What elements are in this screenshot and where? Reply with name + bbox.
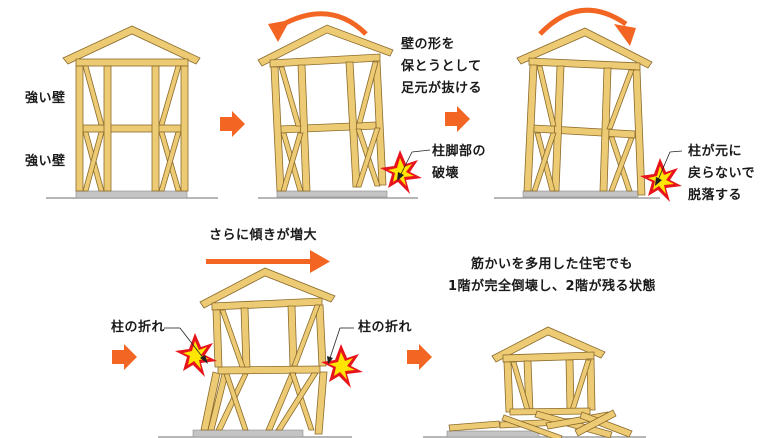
stage2-damage-label: 柱脚部の 破壊 xyxy=(432,144,487,181)
stage4-right-break-label: 柱の折れ xyxy=(358,320,413,335)
next-arrow-icon xyxy=(445,106,470,132)
stage2-note: 壁の形を 保とうとして 足元が抜ける xyxy=(401,37,483,96)
stage2-house xyxy=(257,11,431,199)
stage5-title: 筋かいを多用した住宅でも 1階が完全倒壊し、2階が残る状態 xyxy=(447,257,657,294)
stage1-upper-wall-label: 強い壁 xyxy=(25,91,66,106)
stage1-house xyxy=(46,25,218,199)
next-arrow-icon xyxy=(112,344,137,370)
stage3-house xyxy=(494,7,683,202)
stage5-house xyxy=(423,326,646,438)
stage1-lower-wall-label: 強い壁 xyxy=(25,154,66,169)
next-arrow-icon xyxy=(407,344,432,370)
next-arrow-icon xyxy=(220,111,245,137)
stage3-damage-label: 柱が元に 戻らないで 脱落する xyxy=(688,144,756,203)
stage4-title: さらに傾きが増大 xyxy=(209,228,318,243)
stage4-house xyxy=(158,250,363,438)
stage4-left-break-label: 柱の折れ xyxy=(111,320,166,335)
